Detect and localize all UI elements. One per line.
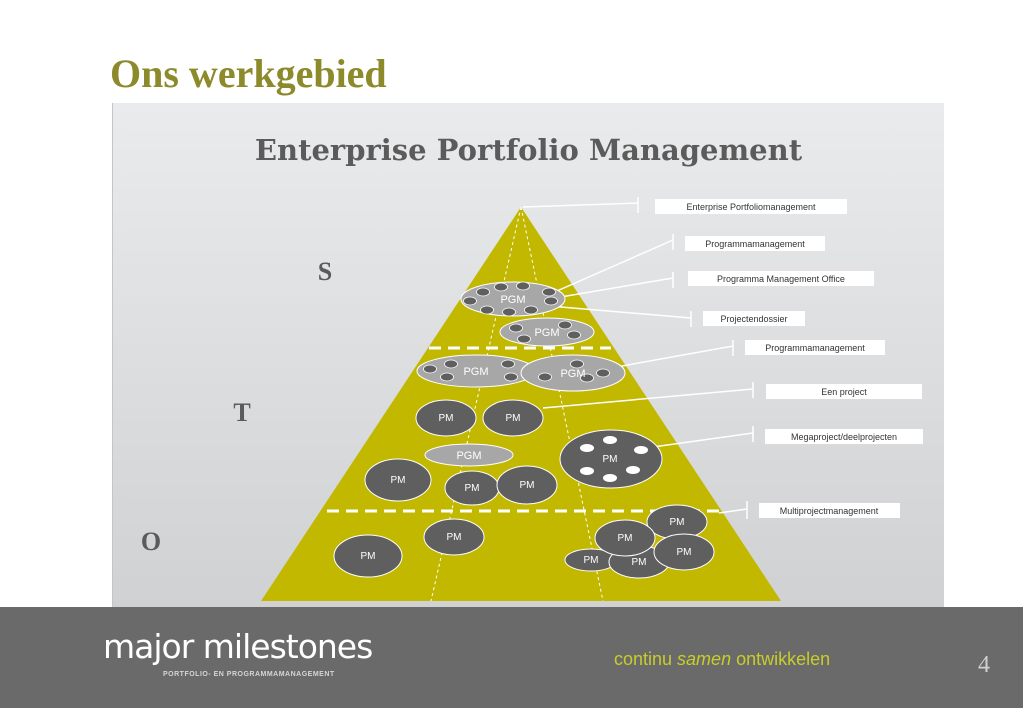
callout-boxes: Enterprise Portfoliomanagement Programma… — [655, 199, 923, 518]
pm-node: PM — [482, 399, 544, 437]
pm-node: PM — [423, 518, 485, 556]
pgm-node: PGM — [520, 354, 626, 392]
callout-label: Projectendossier — [720, 314, 787, 324]
tagline: continu samen ontwikkelen — [614, 649, 830, 670]
pgm-node: PGM — [499, 317, 595, 347]
pgm-node: PGM — [416, 354, 536, 388]
logo: major milestones — [103, 627, 373, 666]
callout-box — [765, 429, 923, 444]
pm-label: PM — [584, 555, 599, 566]
callout-label: Enterprise Portfoliomanagement — [686, 202, 816, 212]
pm-node: PM — [444, 470, 500, 506]
callout-label: Programma Management Office — [717, 274, 845, 284]
callout-box — [703, 311, 805, 326]
callout-box — [766, 384, 922, 399]
pm-label: PM — [677, 547, 692, 558]
pm-label: PM — [670, 517, 685, 528]
callout-label: Megaproject/deelprojecten — [791, 432, 897, 442]
pgm-label: PGM — [534, 327, 559, 339]
pm-node: PM — [653, 533, 715, 571]
callout-box — [688, 271, 874, 286]
pm-node: PM — [496, 465, 558, 505]
callout-box — [759, 503, 900, 518]
megaproject-node: PM — [559, 429, 663, 489]
callout-label: Programmamanagement — [705, 239, 805, 249]
pm-label: PM — [632, 557, 647, 568]
callout-box — [745, 340, 885, 355]
diagram-title: Enterprise Portfolio Management — [254, 133, 803, 167]
slide-title: Ons werkgebied — [110, 51, 387, 96]
pm-node: PM — [333, 534, 403, 578]
logo-subtitle: PORTFOLIO- EN PROGRAMMAMANAGEMENT — [163, 671, 335, 678]
level-label: O — [141, 527, 161, 556]
callout-label: Programmamanagement — [765, 343, 865, 353]
pm-label: PM — [447, 532, 462, 543]
pm-label: PM — [391, 475, 406, 486]
callout-label: Een project — [821, 387, 867, 397]
pgm-label: PGM — [456, 450, 481, 462]
tagline-part: samen — [677, 649, 732, 669]
pm-label: PM — [506, 413, 521, 424]
guide-line-right — [520, 206, 604, 602]
pgm-node: PGM — [460, 281, 566, 317]
pm-label: PM — [465, 483, 480, 494]
level-label: S — [318, 257, 332, 286]
tagline-part: ontwikkelen — [731, 649, 831, 669]
connector-lines — [522, 197, 754, 519]
page-number: 4 — [978, 652, 990, 678]
pm-node: PM — [594, 519, 656, 557]
pm-label: PM — [439, 413, 454, 424]
pm-label: PM — [603, 454, 618, 465]
pgm-label: PGM — [463, 366, 488, 378]
tagline-part: continu — [614, 649, 678, 669]
callout-box — [655, 199, 847, 214]
footer: major milestones PORTFOLIO- EN PROGRAMMA… — [0, 607, 1023, 708]
pgm-label: PGM — [500, 294, 525, 306]
pgm-node: PGM — [424, 443, 514, 467]
level-label: T — [233, 398, 250, 427]
pyramid-diagram: S T O Enterprise Portfoliomanagement Pro… — [141, 197, 923, 602]
pm-node: PM — [646, 504, 708, 540]
pm-node: PM — [364, 458, 432, 502]
callout-label: Multiprojectmanagement — [780, 506, 879, 516]
diagram-panel: Enterprise Portfolio Management S T O En… — [112, 103, 944, 608]
pm-label: PM — [361, 551, 376, 562]
pm-node: PM — [415, 399, 477, 437]
pm-label: PM — [618, 533, 633, 544]
callout-box — [685, 236, 825, 251]
pgm-label: PGM — [560, 368, 585, 380]
pm-label: PM — [520, 480, 535, 491]
